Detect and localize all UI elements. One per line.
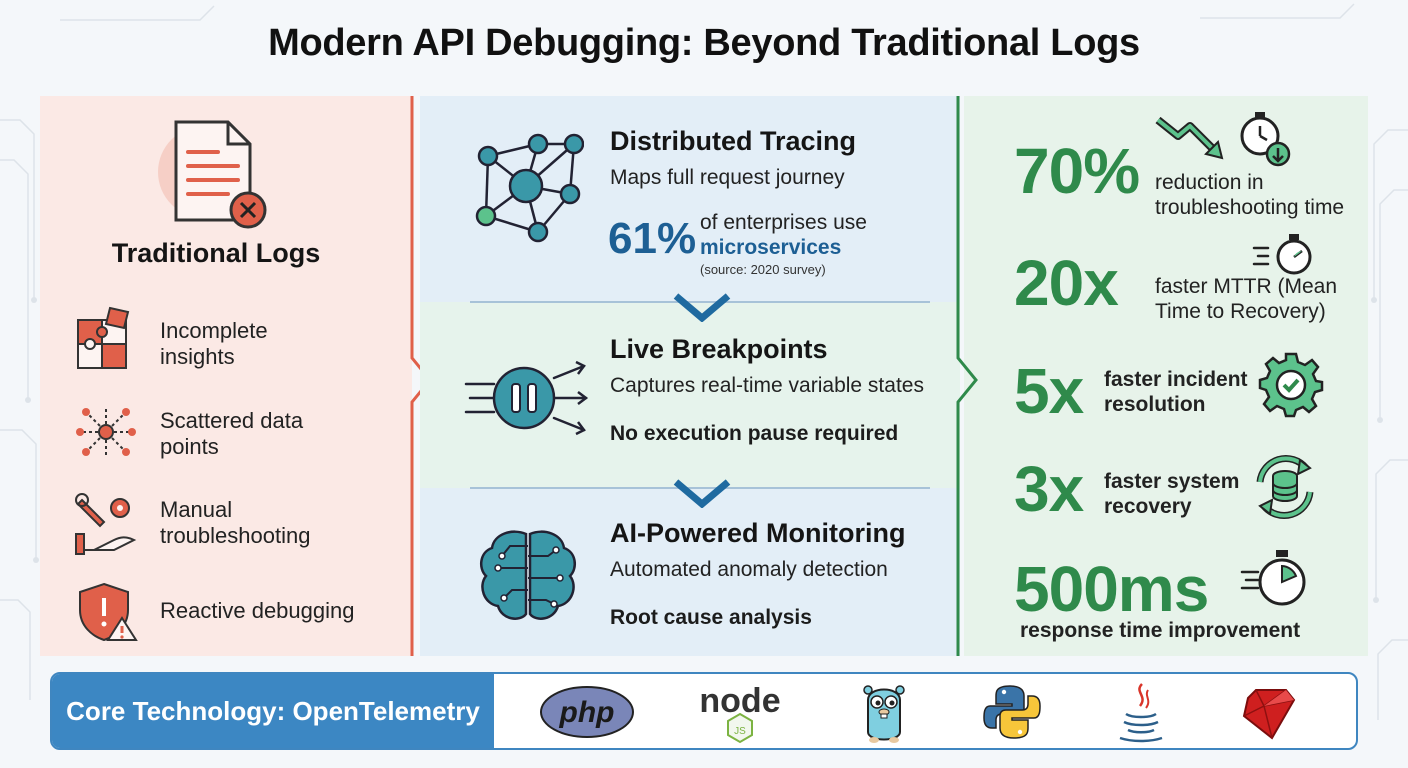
metric-description: faster incident resolution (1104, 367, 1248, 417)
shield-alert-icon (79, 582, 138, 642)
metric-description: faster MTTR (Mean Time to Recovery) (1155, 274, 1337, 324)
php-logo-icon: php (540, 686, 634, 738)
metric-line: Time to Recovery) (1155, 300, 1326, 323)
pain-point-line: Scattered data (160, 408, 304, 433)
metric-value: 5x (1014, 355, 1084, 427)
python-logo-icon (983, 685, 1041, 739)
go-gopher-icon (863, 685, 905, 743)
ai-monitoring-section: AI-Powered Monitoring Automated anomaly … (420, 488, 960, 656)
metric-line: recovery (1104, 495, 1192, 518)
metric-value: 70% (1014, 135, 1140, 207)
fast-stopwatch-icon (1240, 550, 1306, 606)
brain-circuit-icon (479, 530, 577, 620)
pain-point-line: points (160, 434, 219, 459)
pain-point-label: Scattered data points (160, 408, 303, 460)
traditional-logs-title: Traditional Logs (111, 238, 321, 268)
metric-value: 500ms (1014, 553, 1209, 625)
nodejs-logo-subtext: JS (734, 726, 746, 737)
section-subtitle: Automated anomaly detection (610, 558, 888, 581)
metric-line: reduction in (1155, 171, 1264, 194)
chevron-down-icon (673, 479, 731, 508)
stopwatch-icon (1252, 234, 1312, 275)
pain-point-label: Reactive debugging (160, 598, 354, 624)
metric-description: response time improvement (1020, 618, 1300, 643)
pain-point-line: Incomplete (160, 318, 268, 343)
metric-description: faster system recovery (1104, 469, 1239, 519)
pain-point-label: Manual troubleshooting (160, 497, 310, 549)
pause-breakpoint-icon (464, 360, 589, 436)
section-title: Live Breakpoints (610, 334, 828, 364)
metric-line: response time improvement (1020, 619, 1301, 642)
distributed-tracing-section: Distributed Tracing Maps full request jo… (420, 96, 960, 302)
java-logo-icon (1119, 683, 1163, 743)
stat-highlight: microservices (700, 236, 842, 259)
core-technology-bar: Core Technology: OpenTelemetry php node … (50, 672, 1358, 750)
metric-line: faster MTTR (Mean (1155, 275, 1338, 298)
modern-solutions-panel: Distributed Tracing Maps full request jo… (420, 96, 960, 656)
page-title: Modern API Debugging: Beyond Traditional… (268, 22, 1140, 64)
downtrend-stopwatch-icon (1155, 112, 1291, 167)
metric-line: faster incident (1104, 368, 1248, 391)
section-title: AI-Powered Monitoring (610, 518, 906, 548)
pain-point-line: insights (160, 344, 235, 369)
pain-point-line: Reactive debugging (160, 598, 355, 623)
metric-value: 3x (1014, 453, 1084, 525)
section-subtitle: Captures real-time variable states (610, 374, 924, 397)
section-title: Distributed Tracing (610, 126, 857, 156)
section-note: Root cause analysis (610, 606, 812, 629)
scatter-icon (76, 406, 136, 458)
metric-description: reduction in troubleshooting time (1155, 170, 1344, 220)
section-divider (470, 487, 930, 489)
stat-source: (source: 2020 survey) (700, 262, 826, 277)
puzzle-icon (77, 306, 130, 369)
database-refresh-icon (1256, 455, 1314, 519)
pain-point-line: troubleshooting (160, 523, 311, 548)
metric-line: troubleshooting time (1155, 196, 1345, 219)
nodejs-logo-icon: node JS (699, 682, 781, 744)
pain-point-label: Incomplete insights (160, 318, 268, 370)
core-technology-label: Core Technology: OpenTelemetry (52, 674, 494, 748)
metric-line: faster system (1104, 470, 1240, 493)
section-note: No execution pause required (610, 422, 899, 445)
wrench-gear-icon (75, 493, 137, 555)
gear-check-icon (1258, 352, 1324, 418)
stat-text: of enterprises use (700, 211, 867, 234)
section-divider (470, 301, 930, 303)
ruby-logo-icon (1242, 689, 1296, 740)
stat-value: 61% (608, 214, 697, 263)
metric-line: resolution (1104, 393, 1206, 416)
pain-point-line: Manual (160, 497, 233, 522)
php-logo-text: php (559, 696, 615, 729)
live-breakpoints-section: Live Breakpoints Captures real-time vari… (420, 302, 960, 488)
network-graph-icon (475, 133, 584, 243)
section-subtitle: Maps full request journey (610, 166, 845, 189)
chevron-down-icon (673, 293, 731, 322)
document-error-icon (158, 120, 267, 229)
metric-value: 20x (1014, 247, 1119, 319)
right-panel-arrow-border (956, 96, 978, 656)
